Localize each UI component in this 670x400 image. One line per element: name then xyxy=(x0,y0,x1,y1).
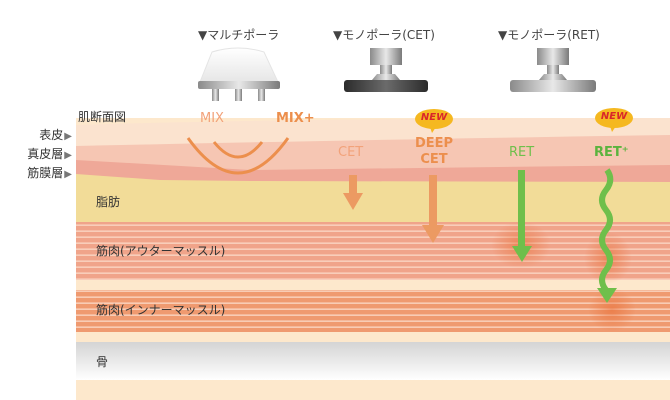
deep-cet-line2: CET xyxy=(420,152,448,167)
triangle-right-icon: ▶ xyxy=(64,169,72,180)
deep-cet-arrow-icon xyxy=(422,175,444,243)
deep-cet-line1: DEEP xyxy=(414,136,454,151)
muscle-gap xyxy=(76,332,670,342)
new-badge-text: NEW xyxy=(420,112,448,123)
cet-arrow-icon xyxy=(343,175,363,210)
inner-muscle-layer xyxy=(76,290,670,332)
mode-label-deep-cet: DEEP CET xyxy=(406,136,462,168)
device-label-multipolar: ▼マルチポーラ xyxy=(198,28,280,42)
mode-label-mix: MIX xyxy=(200,111,224,126)
muscle-gap xyxy=(76,280,670,290)
device-label-monopolar-ret: ▼モノポーラ(RET) xyxy=(498,28,600,42)
device-label-monopolar-cet: ▼モノポーラ(CET) xyxy=(333,28,435,42)
diagram-title: 肌断面図 xyxy=(78,110,127,124)
triangle-right-icon: ▶ xyxy=(64,150,72,161)
layer-label-outer-muscle: 筋肉(アウターマッスル) xyxy=(96,244,226,258)
triangle-right-icon: ▶ xyxy=(64,131,72,142)
bottom-strip xyxy=(76,380,670,388)
mode-label-cet: CET xyxy=(338,145,364,160)
mode-label-ret: RET xyxy=(509,145,535,160)
multipolar-head-icon xyxy=(198,47,280,101)
ret-arrow-icon xyxy=(512,170,532,262)
monopolar-ret-head-icon xyxy=(510,48,596,92)
layer-label-fat: 脂肪 xyxy=(96,195,121,209)
monopolar-cet-head-icon xyxy=(344,48,428,92)
side-label-epidermis: 表皮▶ xyxy=(0,126,72,143)
ret-plus-deep-heat-glow xyxy=(588,288,636,332)
mix-arc-icon xyxy=(212,141,264,159)
mode-label-ret-plus: RET⁺ xyxy=(594,145,629,160)
new-badge-text: NEW xyxy=(600,111,628,122)
new-badge-deep-cet xyxy=(415,109,453,133)
layer-label-bone: 骨 xyxy=(96,355,109,369)
side-label-fascia: 筋膜層▶ xyxy=(0,164,72,181)
mode-label-mix-plus: MIX+ xyxy=(276,111,315,126)
bone-layer xyxy=(76,342,670,380)
ret-plus-wavy-arrow-icon xyxy=(597,168,617,303)
side-label-text: 筋膜層 xyxy=(27,166,64,180)
side-label-dermis: 真皮層▶ xyxy=(0,145,72,162)
side-label-text: 表皮 xyxy=(39,128,64,142)
layer-label-inner-muscle: 筋肉(インナーマッスル) xyxy=(96,303,226,317)
new-badge-ret-plus xyxy=(595,108,633,132)
outer-muscle-layer xyxy=(76,222,670,280)
side-label-text: 真皮層 xyxy=(27,147,64,161)
mix-plus-arc-icon xyxy=(186,137,290,175)
